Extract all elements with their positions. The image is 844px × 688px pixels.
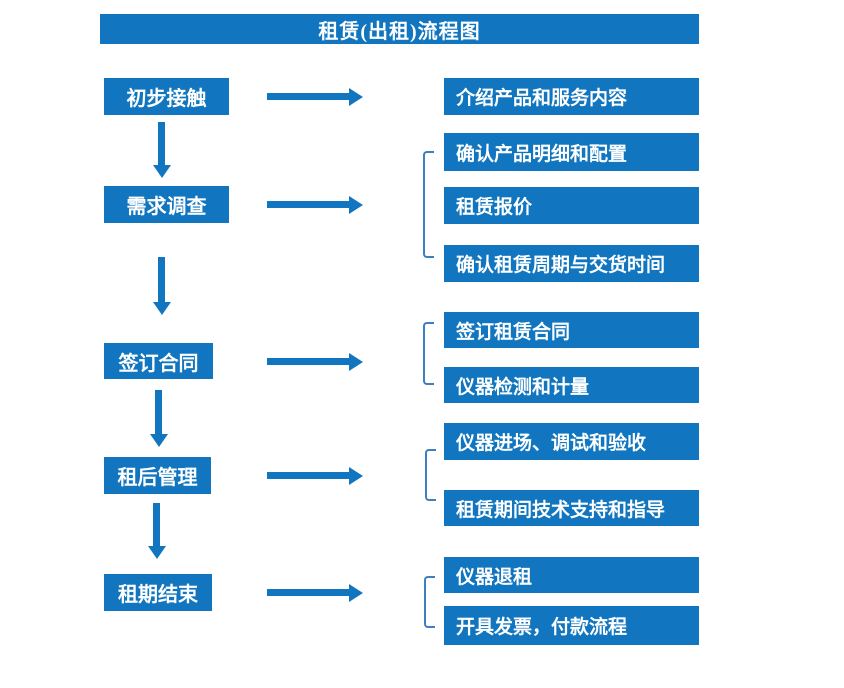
arrow-right-icon <box>267 589 349 596</box>
bracket-sign-contract-group <box>423 322 434 385</box>
detail-box-rental-quote: 租赁报价 <box>444 187 699 224</box>
arrow-right-icon <box>267 358 349 365</box>
arrow-right-icon <box>267 472 349 479</box>
arrow-down-icon <box>158 122 165 165</box>
bracket-demand-survey-group <box>423 151 434 258</box>
detail-box-confirm-rental-period: 确认租赁周期与交货时间 <box>444 245 699 282</box>
detail-box-introduce-products: 介绍产品和服务内容 <box>444 78 699 115</box>
stage-box-demand-survey: 需求调查 <box>104 186 229 223</box>
detail-box-instrument-return: 仪器退租 <box>444 557 699 593</box>
page-title: 租赁(出租)流程图 <box>100 14 699 44</box>
detail-box-sign-rental-contract: 签订租赁合同 <box>444 312 699 348</box>
detail-box-confirm-product-details: 确认产品明细和配置 <box>444 133 699 171</box>
detail-box-tech-support: 租赁期间技术支持和指导 <box>444 490 699 526</box>
detail-box-instrument-testing: 仪器检测和计量 <box>444 367 699 403</box>
stage-box-rental-end: 租期结束 <box>104 574 212 611</box>
stage-box-sign-contract: 签订合同 <box>104 343 213 379</box>
arrow-right-icon <box>267 201 349 208</box>
stage-box-initial-contact: 初步接触 <box>104 78 229 115</box>
stage-box-post-rental-management: 租后管理 <box>104 457 211 494</box>
detail-box-invoice-payment: 开具发票，付款流程 <box>444 606 699 645</box>
arrow-down-icon <box>155 390 162 434</box>
arrow-down-icon <box>158 257 165 302</box>
bracket-post-rental-group <box>425 449 436 501</box>
arrow-right-icon <box>267 93 349 100</box>
arrow-down-icon <box>153 503 160 546</box>
detail-box-instrument-setup-acceptance: 仪器进场、调试和验收 <box>444 423 699 460</box>
bracket-rental-end-group <box>424 576 435 628</box>
